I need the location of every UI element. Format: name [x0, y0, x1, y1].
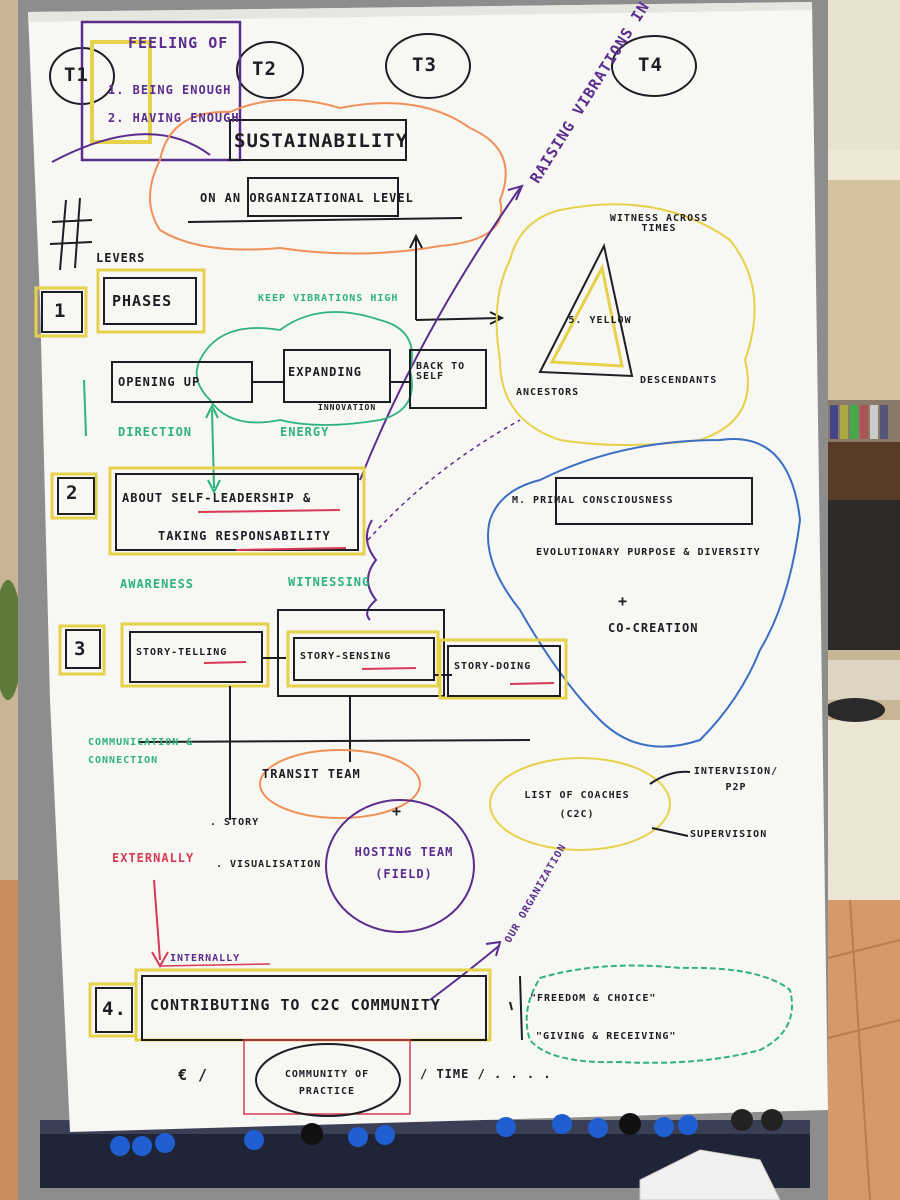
heading-t1: T1 [64, 64, 89, 86]
freedom-text: "FREEDOM & CHOICE" [530, 993, 657, 1004]
sofa-chair-icon [815, 660, 900, 910]
level4-title: CONTRIBUTING TO C2C COMMUNITY [150, 996, 441, 1014]
triangle-top-label: WITNESS ACROSS TIMES [609, 213, 709, 234]
euro-text: € / [178, 1066, 209, 1084]
phase-innovation: INNOVATION [318, 403, 377, 412]
level2-line2: TAKING RESPONSABILITY [158, 529, 331, 543]
feeling-line1: 1. BEING ENOUGH [108, 83, 232, 97]
levers-label: LEVERS [96, 251, 146, 265]
visualisation-bullet: . VISUALISATION [216, 859, 322, 870]
triangle-right-label: DESCENDANTS [640, 375, 718, 386]
feeling-title: FEELING OF [128, 34, 229, 52]
phase-back: BACK TO SELF [416, 361, 466, 382]
hosting-team-label: HOSTING TEAM (FIELD) [354, 845, 454, 881]
story-telling-label: STORY-TELLING [136, 647, 228, 658]
heading-t3: T3 [412, 54, 437, 76]
sustainability-subtitle: ON AN ORGANIZATIONAL LEVEL [200, 191, 414, 205]
feeling-line2: 2. HAVING ENOUGH [108, 111, 240, 125]
level4-number: 4. [102, 998, 127, 1020]
level2-line1: ABOUT SELF-LEADERSHIP & [122, 491, 312, 505]
transit-team-label: TRANSIT TEAM [262, 767, 361, 781]
time-text: / TIME / . . . . [420, 1067, 552, 1081]
heading-t4: T4 [638, 54, 663, 76]
giving-text: "GIVING & RECEIVING" [536, 1031, 677, 1042]
consciousness-plus: + [618, 592, 629, 610]
consciousness-label: M. PRIMAL CONSCIOUSNESS [512, 495, 674, 506]
consciousness-line3: CO-CREATION [608, 621, 699, 635]
magnet-icon [110, 1109, 783, 1156]
phase-opening: OPENING UP [118, 375, 201, 389]
level3-number: 3 [74, 638, 87, 660]
keep-vibrations-text: KEEP VIBRATIONS HIGH [258, 293, 399, 304]
level1-title: PHASES [112, 292, 173, 310]
triangle-left-label: ANCESTORS [516, 387, 580, 398]
externally-label: EXTERNALLY [112, 851, 195, 865]
level2-number: 2 [66, 482, 79, 504]
story-bullet: . STORY [210, 817, 260, 828]
heading-t2: T2 [252, 58, 277, 80]
energy-label: ENERGY [280, 425, 330, 439]
direction-label: DIRECTION [118, 425, 193, 439]
witnessing-label: WITNESSING [288, 575, 371, 589]
story-sensing-label: STORY-SENSING [300, 651, 392, 662]
intervision-label: INTERVISION/ P2P [693, 766, 779, 793]
supervision-label: SUPERVISION [690, 829, 768, 840]
community-text: COMMUNITY OF PRACTICE [284, 1069, 370, 1097]
phase-expanding: EXPANDING [288, 365, 363, 379]
story-doing-label: STORY-DOING [454, 661, 532, 672]
awareness-label: AWARENESS [120, 577, 195, 591]
sustainability-title: SUSTAINABILITY [234, 130, 409, 152]
consciousness-line2: EVOLUTIONARY PURPOSE & DIVERSITY [536, 547, 761, 558]
triangle-center-label: 5. YELLOW [568, 315, 632, 326]
level1-number: 1 [54, 300, 67, 322]
communication-label: COMMUNICATION & CONNECTION [88, 737, 194, 766]
transit-plus: + [392, 802, 403, 820]
coaches-label: LIST OF COACHES (C2C) [524, 790, 630, 820]
internally-label: INTERNALLY [170, 953, 241, 964]
